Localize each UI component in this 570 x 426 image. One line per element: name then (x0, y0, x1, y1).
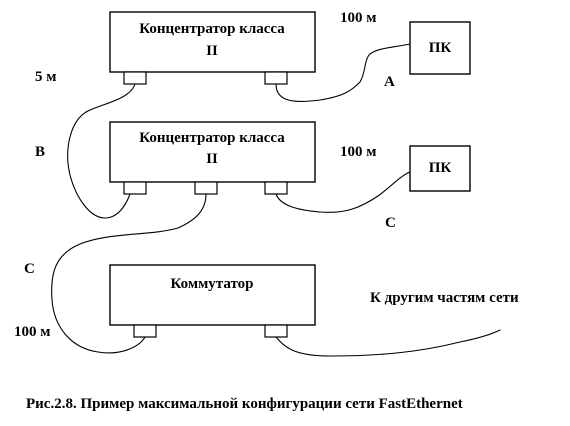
figure-caption: Рис.2.8. Пример максимальной конфигураци… (26, 396, 463, 412)
hub-top-port-right (264, 71, 288, 85)
switch-label: Коммутатор (170, 276, 254, 292)
cable-c-left-label: C (24, 261, 35, 277)
switch-port-right (264, 324, 288, 338)
hub-top-port-left (123, 71, 147, 85)
hub-top-line2: II (206, 43, 218, 59)
bottom-distance-label: 100 м (14, 324, 51, 340)
hub-middle-line2: II (206, 151, 218, 167)
hub-middle-port-right (264, 181, 288, 195)
hub-middle-port-center (194, 181, 218, 195)
hub-middle-port-left (123, 181, 147, 195)
cable-a (275, 43, 411, 102)
pc-middle-box (409, 145, 471, 192)
cable-b (67, 83, 136, 219)
other-parts-label: К другим частям сети (370, 290, 519, 306)
switch-port-left (133, 324, 157, 338)
pc-top-box (409, 21, 471, 75)
cable-c-right (275, 171, 411, 213)
switch-box (109, 264, 316, 326)
hub-middle-box (109, 121, 316, 183)
top-distance-label: 100 м (340, 10, 377, 26)
middle-distance-label: 100 м (340, 144, 377, 160)
hub-top-box (109, 11, 316, 73)
pc-top-label: ПК (428, 40, 452, 56)
hub-link-label: 5 м (35, 69, 57, 85)
hub-middle-line1: Концентратор класса (139, 130, 285, 146)
pc-middle-label: ПК (428, 160, 452, 176)
cable-a-label: A (384, 74, 395, 90)
cable-other-parts (275, 329, 501, 357)
cable-c-left (51, 193, 207, 354)
cable-b-label: B (35, 144, 46, 160)
cable-c-right-label: C (385, 215, 396, 231)
hub-top-line1: Концентратор класса (139, 21, 285, 37)
